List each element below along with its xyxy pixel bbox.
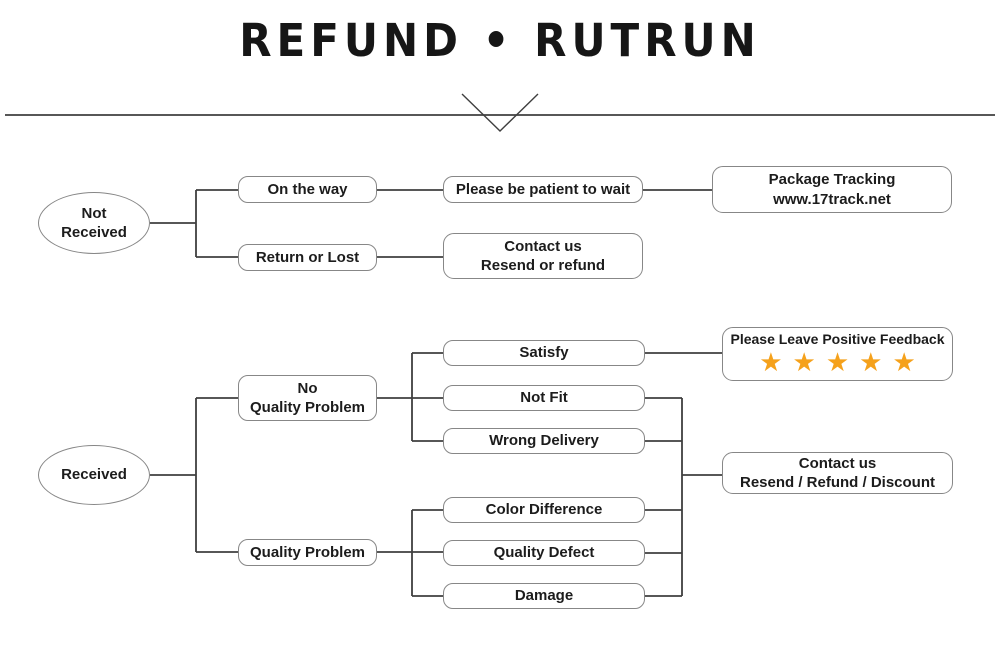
- node-label: Resend / Refund / Discount: [739, 474, 935, 491]
- node-label: Not Fit: [520, 389, 568, 407]
- node-label: Quality Problem: [249, 399, 366, 416]
- node-color-difference: Color Difference: [443, 497, 645, 523]
- node-please-be-patient: Please be patient to wait: [443, 176, 643, 203]
- node-not-received: Not Received: [38, 192, 150, 254]
- node-label: Quality Problem: [249, 543, 366, 561]
- node-label: Color Difference: [485, 501, 603, 519]
- tracking-url: www.17track.net: [773, 190, 891, 208]
- page-title: REFUND • RUTRUN: [239, 14, 761, 67]
- node-label: Quality Defect: [493, 544, 595, 562]
- node-no-quality-problem: No Quality Problem: [238, 375, 377, 421]
- node-label: Return or Lost: [255, 248, 360, 266]
- node-satisfy: Satisfy: [443, 340, 645, 366]
- node-received: Received: [38, 445, 150, 505]
- node-label: Please Leave Positive Feedback: [730, 331, 945, 348]
- chevron-down-icon: [461, 93, 539, 132]
- node-label: Received: [61, 466, 127, 484]
- node-label: Received: [61, 224, 127, 241]
- node-package-tracking: Package Tracking www.17track.net: [712, 166, 952, 213]
- node-not-fit: Not Fit: [443, 385, 645, 411]
- node-label: Resend or refund: [480, 257, 606, 274]
- node-on-the-way: On the way: [238, 176, 377, 203]
- node-quality-problem: Quality Problem: [238, 539, 377, 566]
- node-damage: Damage: [443, 583, 645, 609]
- node-label: On the way: [267, 180, 348, 198]
- node-positive-feedback: Please Leave Positive Feedback ★★★★★: [722, 327, 953, 381]
- node-label: Not: [81, 204, 107, 222]
- node-label: Wrong Delivery: [489, 432, 599, 450]
- node-label: Contact us: [504, 237, 582, 255]
- node-label: No: [297, 379, 318, 397]
- node-contact-us-resend-refund: Contact us Resend or refund: [443, 233, 643, 279]
- node-label: Satisfy: [519, 344, 569, 362]
- node-label: Please be patient to wait: [455, 180, 631, 198]
- node-label: Package Tracking: [768, 171, 896, 189]
- node-wrong-delivery: Wrong Delivery: [443, 428, 645, 454]
- node-return-or-lost: Return or Lost: [238, 244, 377, 271]
- five-star-rating-icon: ★★★★★: [759, 347, 926, 378]
- node-label: Damage: [514, 587, 574, 605]
- node-label: Contact us: [798, 454, 877, 472]
- node-quality-defect: Quality Defect: [443, 540, 645, 566]
- node-contact-us-resend-refund-discount: Contact us Resend / Refund / Discount: [722, 452, 953, 494]
